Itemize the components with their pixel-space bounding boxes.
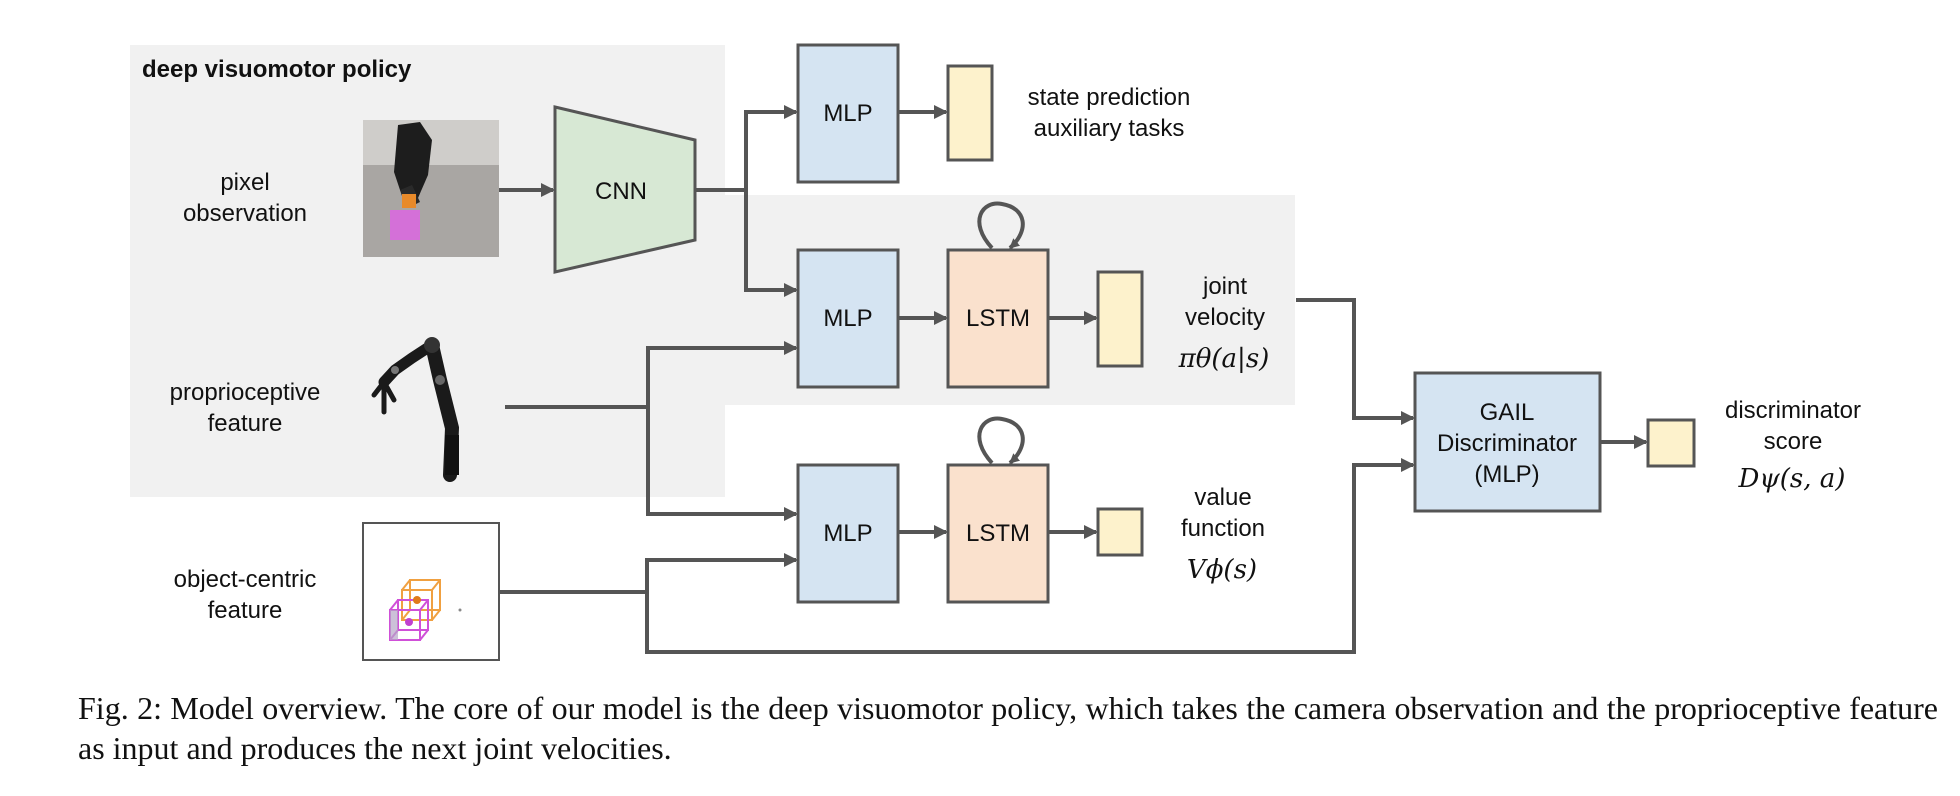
mlp-policy-label: MLP [823,305,872,332]
mlp-top-label: MLP [823,100,872,127]
proprio-label-line1: proprioceptive [170,379,321,406]
disc-output-box [1646,418,1696,468]
mlp-policy-block [796,248,900,389]
disc-label-line1: discriminator [1725,397,1861,424]
object-label-line2: feature [208,597,283,624]
lstm-value-label: LSTM [966,520,1030,547]
policy-region-title: deep visuomotor policy [142,56,412,83]
robot-arm-icon [371,337,460,482]
lstm-policy-block [946,248,1050,389]
object-centric-cube-icon [362,522,500,661]
joint-output-box [1096,270,1144,368]
figure-caption: Fig. 2: Model overview. The core of our … [78,690,1938,766]
joint-math-label: πθ(a|s) [1178,344,1270,374]
lstm-policy-recurrent-arrow [977,201,1025,250]
cnn-block [553,105,697,274]
value-output-box [1096,507,1144,557]
disc-math-label: Dψ(s, a) [1738,464,1846,494]
mlp-value-label: MLP [823,520,872,547]
disc-label-line2: score [1764,428,1823,455]
proprio-label-line2: feature [208,410,283,437]
value-math-label: Vϕ(s) [1187,555,1257,585]
camera-observation-image [363,120,499,257]
model-overview-diagram: deep visuomotor policy pixel observation… [130,43,1861,661]
lstm-policy-label: LSTM [966,305,1030,332]
lstm-value-block [946,463,1050,604]
joint-label-line1: joint [1202,273,1247,300]
gail-label-line3: (MLP) [1474,461,1539,488]
lstm-value-recurrent-arrow [977,416,1025,465]
value-label-line2: function [1181,515,1265,542]
gail-label-line1: GAIL [1480,399,1535,426]
value-label-line1: value [1194,484,1251,511]
state-label-line2: auxiliary tasks [1034,115,1185,142]
state-output-box [946,64,994,162]
connector-lines [499,105,1648,654]
joint-label-line2: velocity [1185,304,1265,331]
pixel-label-line1: pixel [220,169,269,196]
object-label-line1: object-centric [174,566,317,593]
pixel-label-line2: observation [183,200,307,227]
cnn-label: CNN [595,178,647,205]
gail-label-line2: Discriminator [1437,430,1577,457]
state-label-line1: state prediction [1028,84,1191,111]
